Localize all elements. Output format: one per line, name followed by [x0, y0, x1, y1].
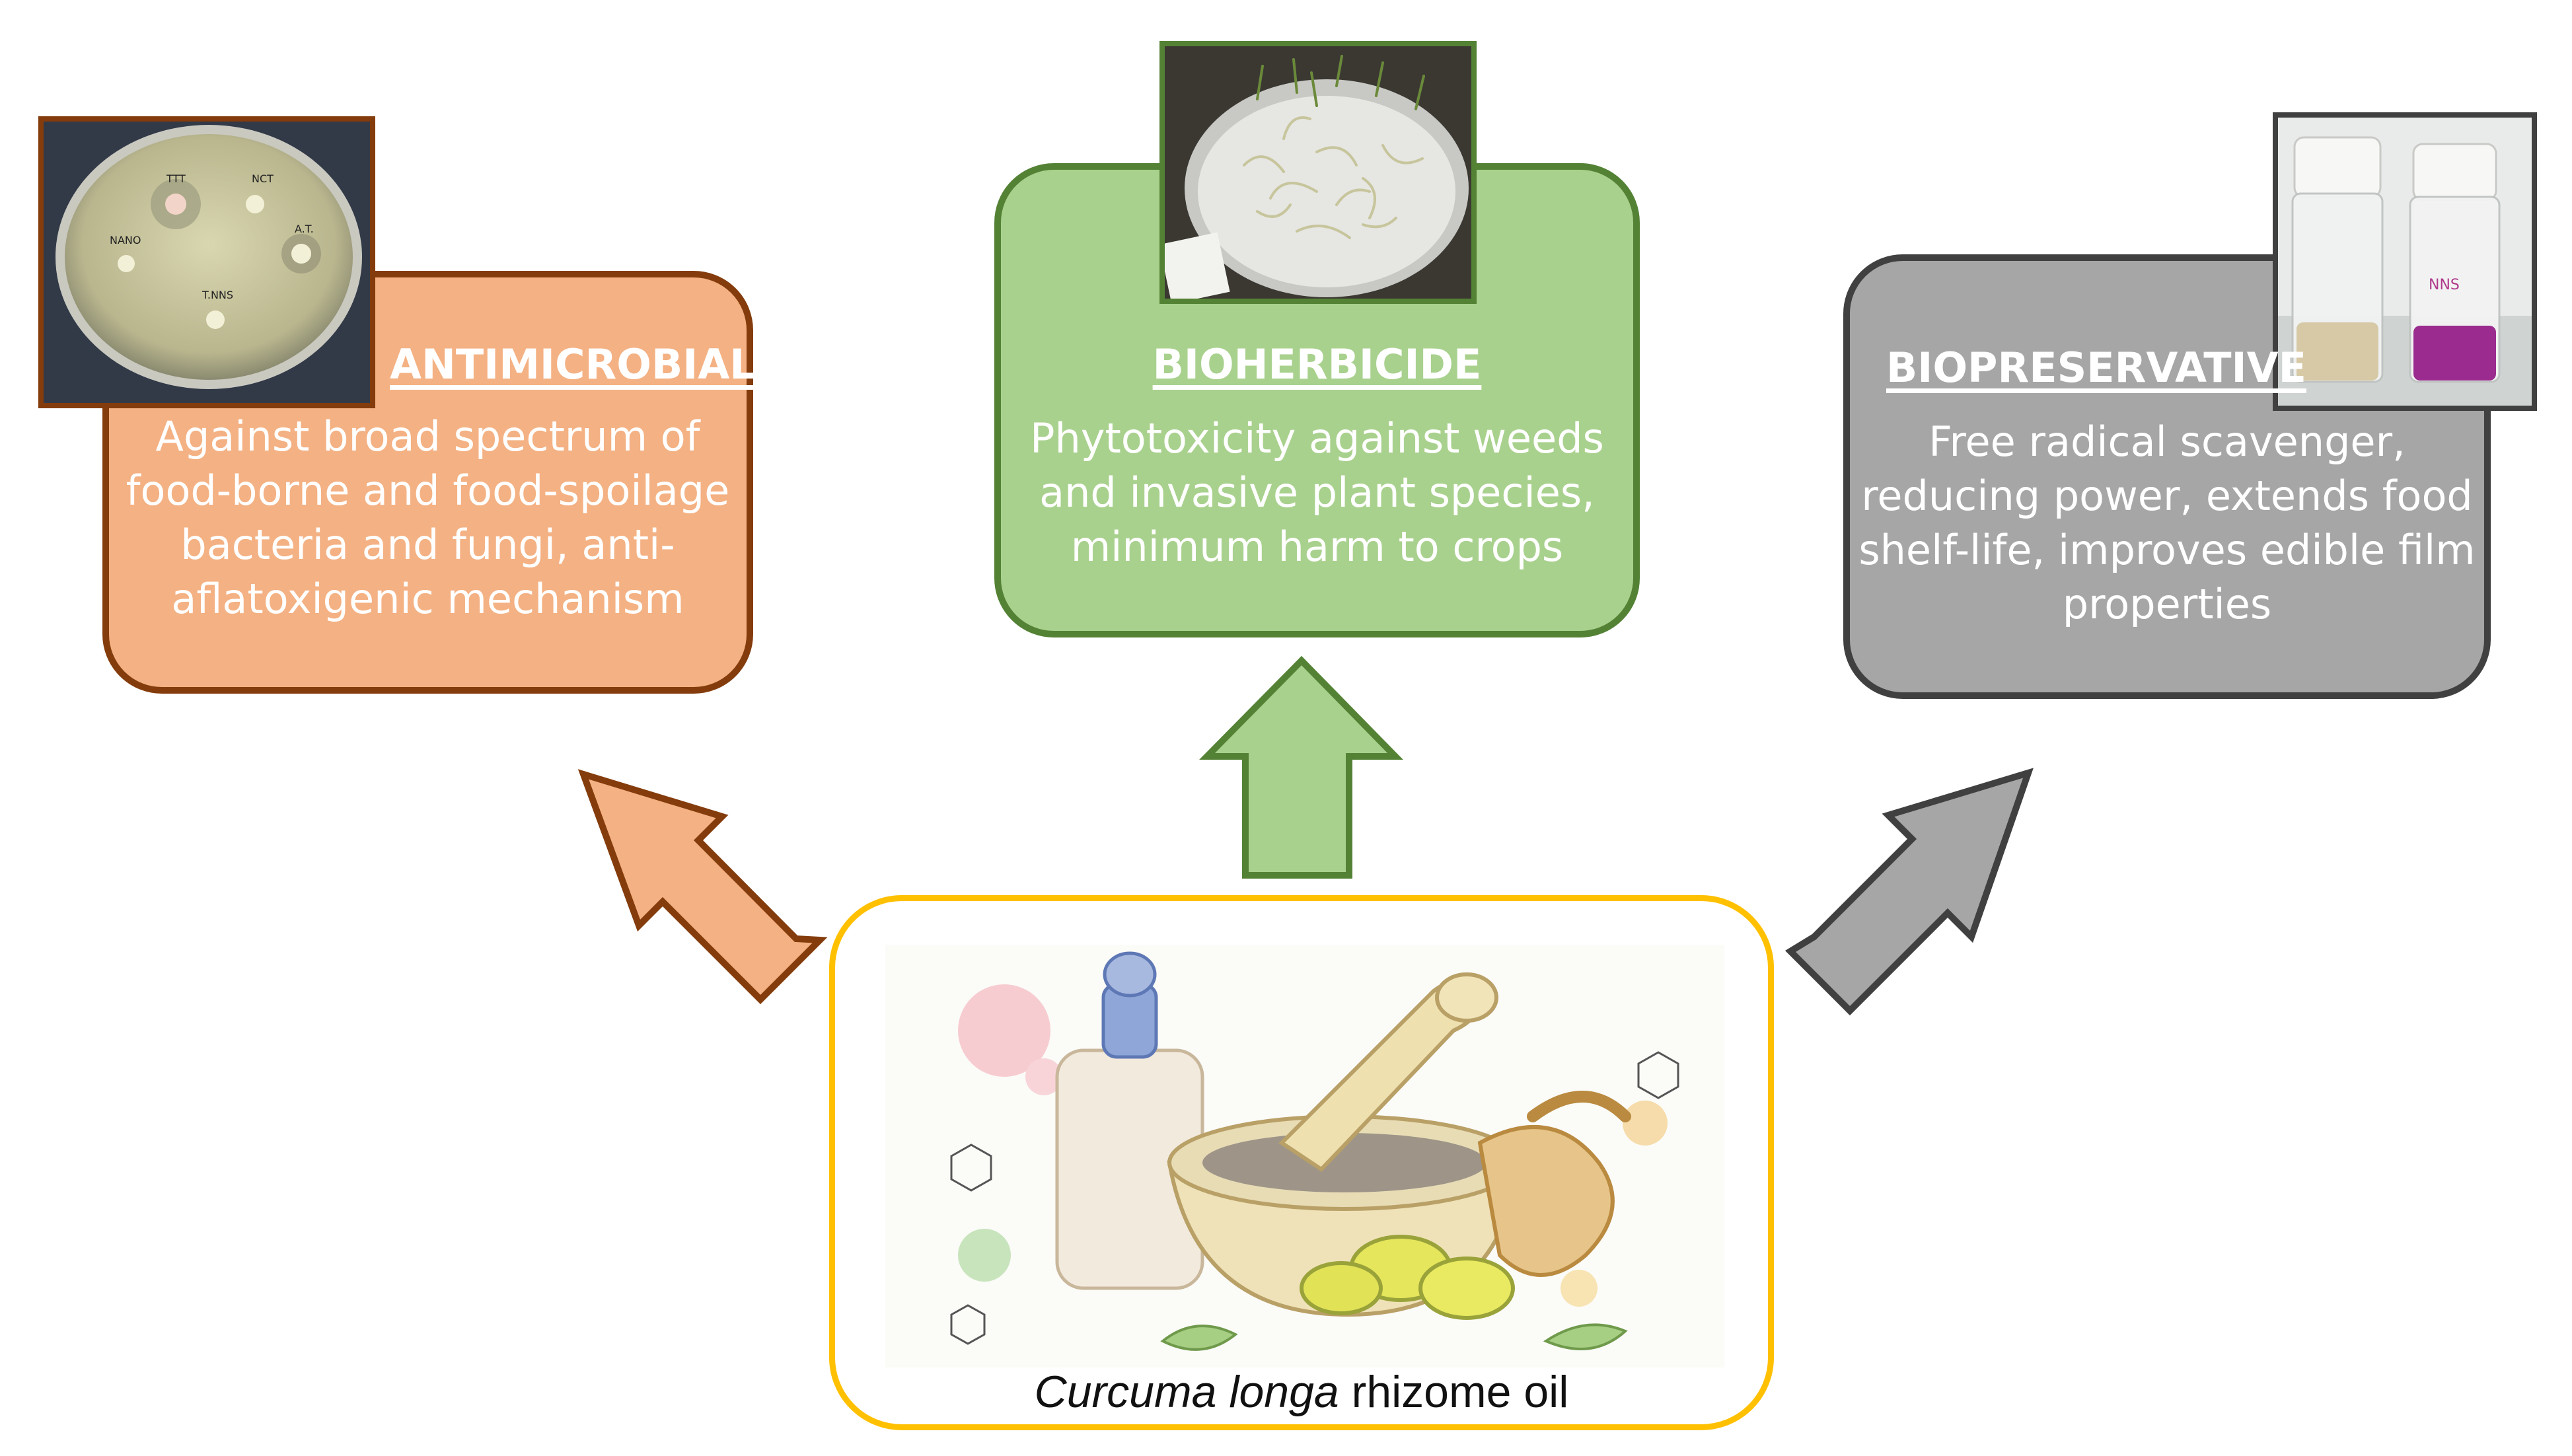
vials-image: NNS — [2278, 118, 2532, 406]
arrow-to-antimicrobial — [577, 769, 828, 1005]
biopreservative-description: Free radical scavenger, reducing power, … — [1858, 418, 2476, 628]
dish-label-tnns: T.NNS — [202, 289, 233, 301]
biopreservative-title: BIOPRESERVATIVE — [1886, 344, 2306, 392]
antimicrobial-title: ANTIMICROBIAL — [390, 340, 756, 388]
dish-label-at: A.T. — [295, 223, 314, 235]
bioherbicide-title: BIOHERBICIDE — [1152, 340, 1482, 388]
petri-dish-image: TTT NCT NANO A.T. T.NNS — [44, 122, 370, 403]
dish-label-nct: NCT — [252, 172, 274, 185]
seedling-dish-image — [1165, 46, 1471, 299]
caption-rest: rhizome oil — [1339, 1367, 1569, 1417]
petri-dish-photo: TTT NCT NANO A.T. T.NNS — [38, 116, 375, 408]
vial-label: NNS — [2429, 277, 2460, 293]
rhizome-illustration-image — [885, 945, 1724, 1367]
source-caption: Curcuma longa rhizome oil — [829, 1366, 1774, 1418]
antimicrobial-description: Against broad spectrum of food-borne and… — [126, 412, 730, 623]
vials-photo: NNS — [2273, 112, 2537, 411]
caption-species: Curcuma longa — [1034, 1367, 1339, 1417]
dish-label-ttt: TTT — [166, 172, 186, 185]
arrow-to-biopreservative — [1784, 768, 2034, 1016]
rhizome-illustration — [885, 945, 1724, 1367]
seedling-dish-photo — [1159, 41, 1477, 304]
dish-label-nano: NANO — [110, 234, 141, 246]
bioherbicide-description: Phytotoxicity against weeds and invasive… — [1030, 414, 1604, 571]
arrow-to-bioherbicide — [1199, 655, 1403, 879]
